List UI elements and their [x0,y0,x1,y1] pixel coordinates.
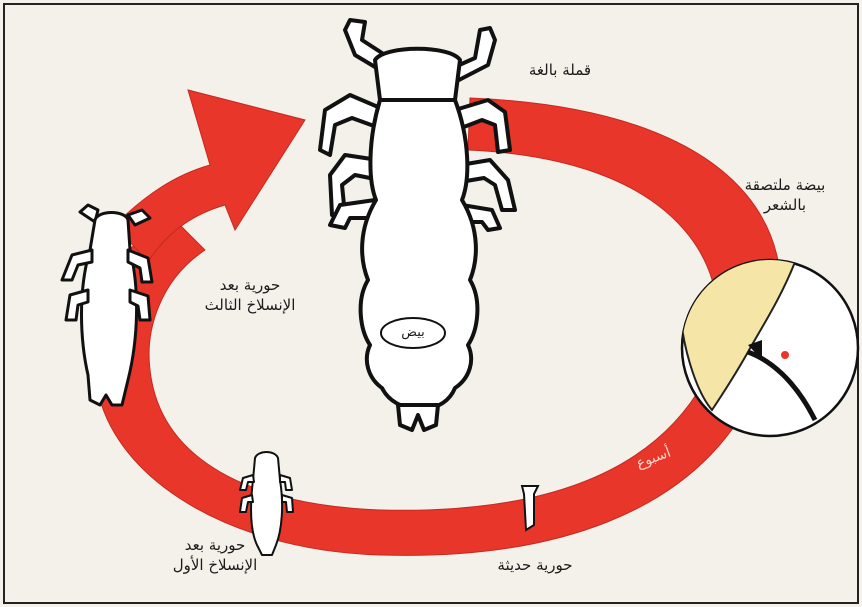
adult-louse-label: قملة بالغة [505,60,615,80]
cycle-arrow-head [115,90,305,262]
egg-on-hair-figure [680,258,858,436]
egg-attached-label: بيضة ملتصقة بالشعر [720,175,850,215]
nymph-first-molt-label: حورية بعد الإنسلاخ الأول [150,535,280,575]
new-nymph-label: حورية حديثة [480,555,590,575]
adult-louse-figure [320,20,515,430]
eggs-label: بيض [383,323,443,343]
nymph-third-molt-label: حورية بعد الإنسلاخ الثالث [180,275,320,315]
